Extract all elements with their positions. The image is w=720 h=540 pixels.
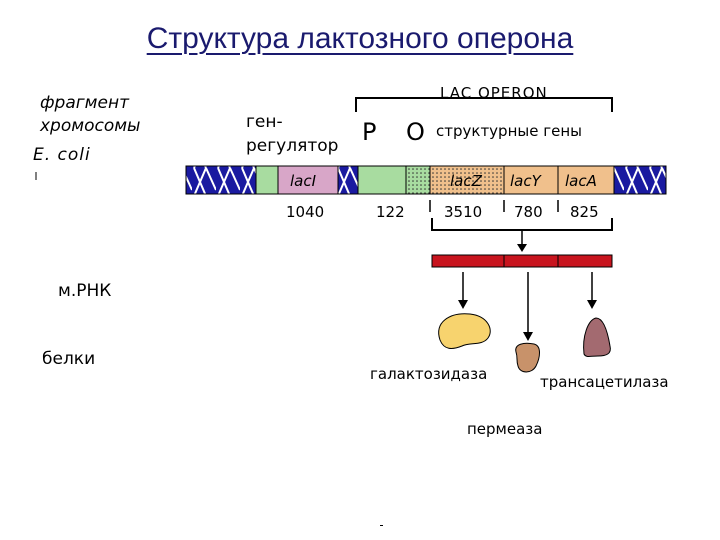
arrow-permease-head (523, 332, 533, 341)
operator-region (406, 166, 430, 194)
length-lacz: 3510 (444, 203, 482, 221)
spacer-hatch (338, 166, 358, 194)
arrow-galactosidase-head (458, 300, 468, 309)
spacer-left (256, 166, 278, 194)
right-flank (614, 166, 666, 194)
length-lacy: 780 (514, 203, 543, 221)
mrna-strand (432, 255, 612, 267)
arrow-transacetylase-head (587, 300, 597, 309)
gene-label-lacz: lacZ (450, 172, 483, 190)
gene-label-lacy: lacY (510, 172, 543, 190)
galactosidase-label: галактозидаза (370, 365, 487, 383)
mrna-label: м.РНК (58, 281, 111, 301)
footer-mark (380, 525, 383, 526)
length-laci: 1040 (286, 203, 324, 221)
transcription-arrow-head (517, 244, 527, 252)
promoter-region (358, 166, 406, 194)
permease-label: пермеаза (467, 420, 542, 438)
permease-protein (516, 343, 540, 372)
gene-label-laci: lacI (290, 172, 317, 190)
length-laca: 825 (570, 203, 599, 221)
mrna-bar (432, 255, 612, 267)
proteins-label: белки (42, 349, 95, 369)
left-flank (186, 166, 256, 194)
transacetylase-protein (584, 318, 611, 357)
galactosidase-protein (439, 314, 491, 349)
length-po: 122 (376, 203, 405, 221)
operon-bracket (356, 98, 612, 112)
gene-label-laca: lacA (565, 172, 597, 190)
transacetylase-label: трансацетилаза (540, 373, 669, 391)
